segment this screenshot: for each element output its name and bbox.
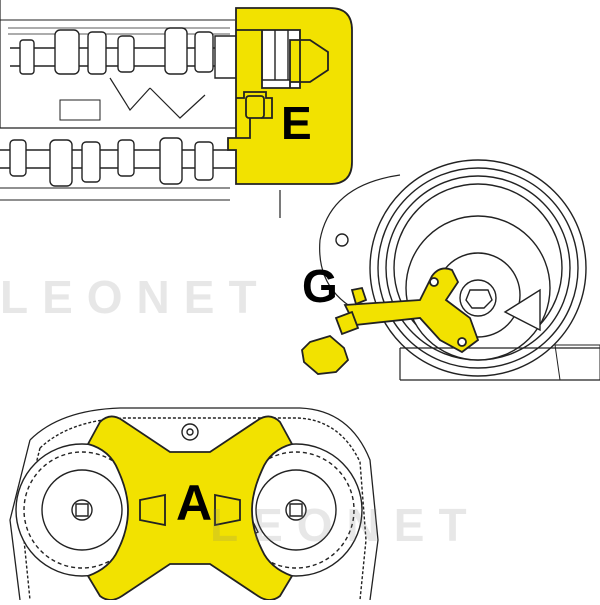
lower-camshaft bbox=[0, 137, 235, 187]
camshaft-locking-tool-e bbox=[227, 7, 353, 185]
watermark-text-upper: LEONET bbox=[0, 271, 271, 323]
right-cam-gear bbox=[229, 443, 363, 577]
crankshaft-locking-tool-g bbox=[301, 267, 480, 375]
label-g: G bbox=[302, 260, 338, 312]
cam-gears-assembly bbox=[9, 407, 379, 601]
camshaft-assembly bbox=[0, 0, 323, 218]
upper-camshaft bbox=[10, 27, 323, 81]
watermark-text-lower: LEONET bbox=[210, 499, 481, 551]
label-e: E bbox=[281, 97, 312, 149]
label-a: A bbox=[176, 475, 213, 531]
cam-gear-locking-tool-a bbox=[86, 415, 294, 601]
